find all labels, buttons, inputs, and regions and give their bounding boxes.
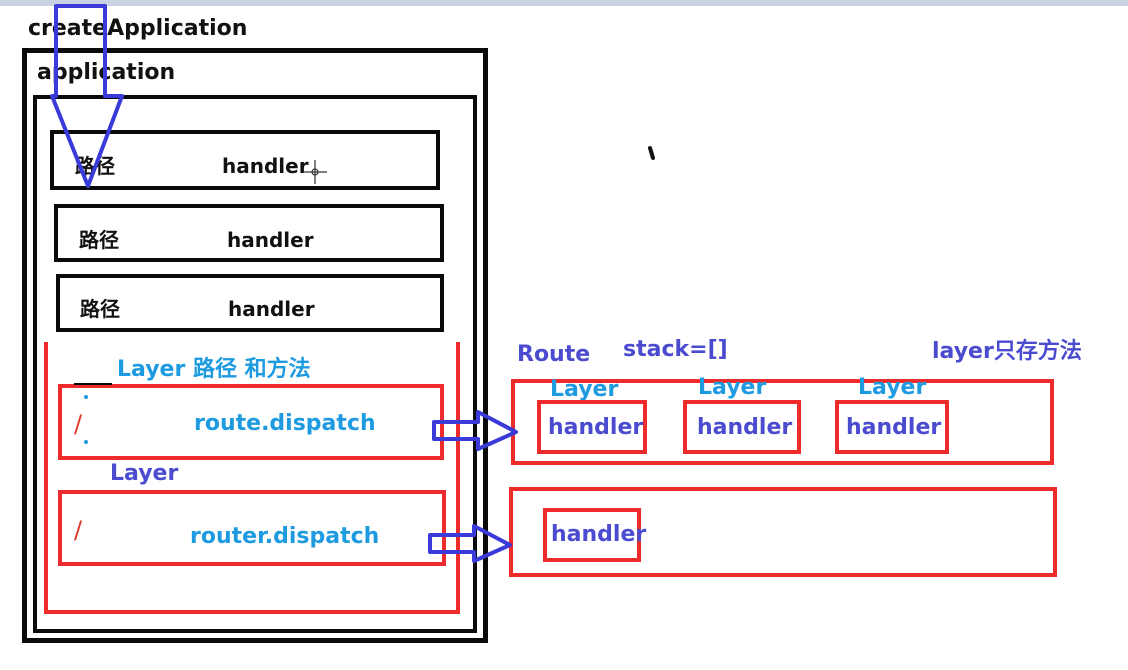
route-1-box bbox=[511, 379, 1054, 465]
layer-2-path: / bbox=[74, 516, 83, 544]
stack-label: stack=[] bbox=[623, 337, 728, 362]
route-layer-2-label: Layer bbox=[698, 375, 767, 400]
down-arrow-icon bbox=[50, 4, 124, 188]
route-layer-2-handler: handler bbox=[697, 415, 793, 440]
route-2-box bbox=[509, 487, 1057, 577]
route-2-handler: handler bbox=[551, 522, 647, 547]
router-row-1-handler: handler bbox=[222, 154, 309, 178]
route-layer-2-box bbox=[683, 400, 801, 454]
router-row-2-handler: handler bbox=[227, 228, 314, 252]
router-row-3 bbox=[56, 274, 444, 332]
right-arrow-icon bbox=[432, 410, 518, 451]
route-layer-3-label: Layer bbox=[858, 375, 927, 400]
window-top-strip bbox=[0, 0, 1128, 6]
layer-stack-box bbox=[44, 342, 460, 614]
layer-caption: Layer 路径 和方法 bbox=[117, 357, 311, 382]
route-label: Route bbox=[517, 342, 591, 367]
layer-1-dispatch: route.dispatch bbox=[194, 411, 376, 436]
layer-note: layer只存方法 bbox=[932, 339, 1082, 364]
crosshair-cursor-icon bbox=[303, 160, 327, 184]
router-row-3-handler: handler bbox=[228, 297, 315, 321]
layer-2-box bbox=[58, 490, 446, 566]
route-layer-1-box bbox=[537, 400, 647, 454]
right-arrow-icon bbox=[428, 524, 512, 563]
route-layer-1-label: Layer bbox=[550, 377, 619, 402]
route-layer-3-handler: handler bbox=[846, 415, 942, 440]
router-row-2-path: 路径 bbox=[79, 228, 119, 252]
route-layer-1-handler: handler bbox=[548, 415, 644, 440]
router-row-2 bbox=[54, 204, 444, 262]
route-layer-3-box bbox=[835, 400, 949, 454]
ink-mark bbox=[648, 146, 655, 160]
layer-1-path: / bbox=[74, 410, 83, 438]
layer-2-label: Layer bbox=[110, 461, 179, 486]
cyan-dots bbox=[84, 395, 88, 444]
route-2-handler-box bbox=[543, 508, 641, 562]
diagram-title: createApplication bbox=[28, 16, 248, 41]
application-box bbox=[22, 48, 488, 643]
router-row-1 bbox=[50, 130, 440, 190]
router-row-3-path: 路径 bbox=[80, 297, 120, 321]
router-box bbox=[33, 95, 477, 633]
layer-2-dispatch: router.dispatch bbox=[190, 524, 380, 549]
